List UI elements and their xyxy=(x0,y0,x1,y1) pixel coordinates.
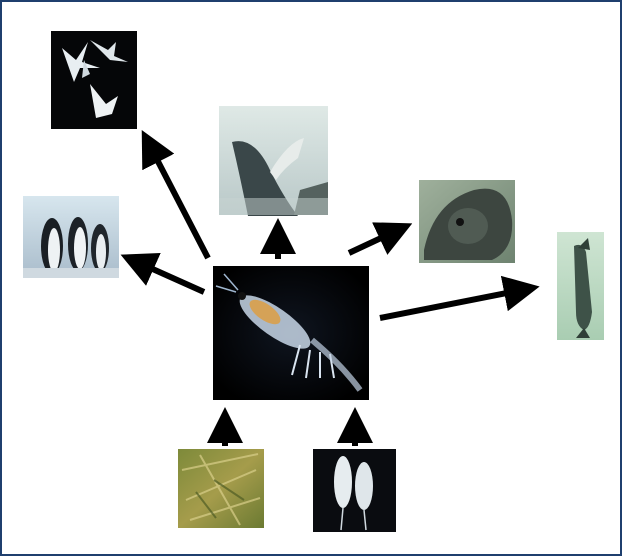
penguins-photo xyxy=(23,196,119,278)
arrow-krill-to-penguins xyxy=(137,262,204,292)
krill-photo xyxy=(213,266,369,400)
fish-photo xyxy=(557,232,604,340)
humpback-whale-photo xyxy=(219,106,328,216)
arrow-krill-to-seabirds xyxy=(150,146,208,258)
seal-photo xyxy=(419,180,515,263)
phytoplankton-photo xyxy=(178,449,264,528)
seabirds-photo xyxy=(51,31,137,129)
copepods-photo xyxy=(313,449,396,532)
arrow-krill-to-seal xyxy=(349,231,396,253)
arrow-krill-to-fish xyxy=(380,290,522,318)
